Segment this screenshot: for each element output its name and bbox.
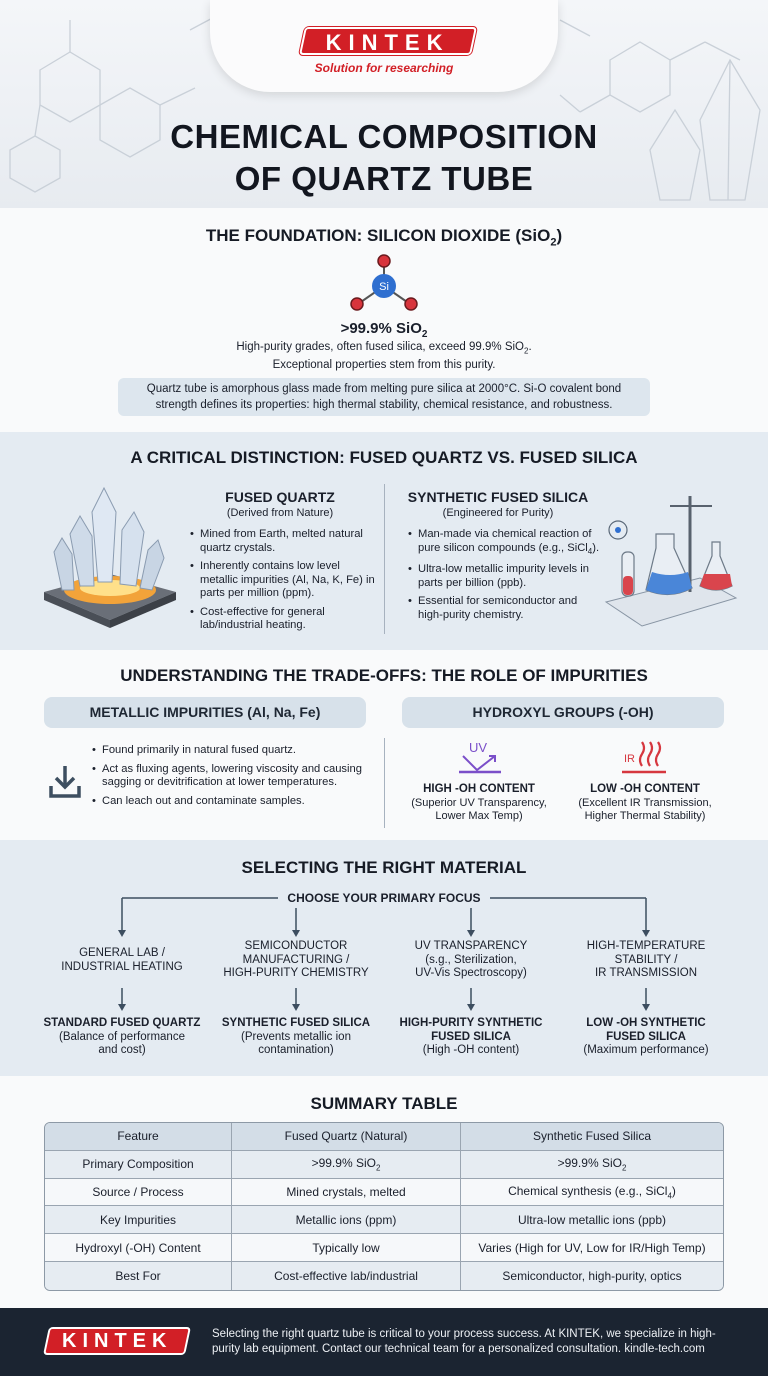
distinction-title: A CRITICAL DISTINCTION: FUSED QUARTZ VS.…: [130, 448, 638, 467]
distinction-section: A CRITICAL DISTINCTION: FUSED QUARTZ VS.…: [0, 432, 768, 650]
tradeoffs-title: UNDERSTANDING THE TRADE-OFFS: THE ROLE O…: [120, 666, 648, 685]
low-oh-content: LOW -OH CONTENT (Excellent IR Transmissi…: [578, 783, 712, 822]
table-cell: Varies (High for UV, Low for IR/High Tem…: [461, 1234, 723, 1262]
decision-tree-arrows: [118, 897, 650, 1011]
header-banner: KINTEK Solution for researching CHEMICAL…: [0, 0, 768, 208]
molecule-background-decoration: [9, 13, 761, 201]
result-synthetic-fused-silica: SYNTHETIC FUSED SILICA(Prevents metallic…: [221, 1017, 371, 1056]
column-divider: [384, 484, 385, 634]
hydroxyl-groups-header: HYDROXYL GROUPS (-OH): [402, 697, 724, 728]
list-item: Essential for semiconductor and high-pur…: [408, 595, 600, 622]
list-item: Found primarily in natural fused quartz.: [92, 744, 362, 758]
brand-logo-card: KINTEK Solution for researching: [210, 0, 558, 92]
table-row: Best For Cost-effective lab/industrial S…: [45, 1261, 723, 1290]
table-cell: >99.9% SiO2: [232, 1150, 461, 1179]
svg-text:IR: IR: [624, 753, 635, 765]
table-cell: Mined crystals, melted: [232, 1178, 461, 1207]
table-cell: Typically low: [232, 1234, 461, 1262]
sio2-molecule-icon: Si: [350, 254, 418, 311]
list-item: Act as fluxing agents, lowering viscosit…: [92, 763, 362, 790]
quartz-crystal-icon: [44, 486, 176, 628]
summary-title: SUMMARY TABLE: [310, 1094, 458, 1113]
brand-tagline: Solution for researching: [314, 61, 454, 75]
table-cell: Metallic ions (ppm): [232, 1206, 461, 1235]
table-cell: Hydroxyl (-OH) Content: [45, 1234, 232, 1262]
summary-table: Feature Fused Quartz (Natural) Synthetic…: [44, 1122, 724, 1291]
page-title: CHEMICAL COMPOSITION OF QUARTZ TUBE: [170, 118, 598, 197]
list-item: Can leach out and contaminate samples.: [92, 795, 362, 809]
svg-text:Si: Si: [379, 281, 389, 293]
table-cell: Source / Process: [45, 1178, 232, 1207]
primary-focus-label: CHOOSE YOUR PRIMARY FOCUS: [287, 891, 481, 905]
table-cell: Cost-effective lab/industrial: [232, 1261, 461, 1290]
high-oh-content: HIGH -OH CONTENT (Superior UV Transparen…: [411, 783, 547, 822]
column-header: Synthetic Fused Silica: [461, 1123, 723, 1151]
table-row: Key Impurities Metallic ions (ppm) Ultra…: [45, 1206, 723, 1235]
kintek-footer-logo: KINTEK: [43, 1327, 191, 1355]
kintek-logo: KINTEK: [297, 26, 479, 56]
lab-glassware-icon: [604, 496, 738, 627]
metallic-impurities-bullets: Found primarily in natural fused quartz.…: [92, 744, 362, 813]
column-divider: [384, 738, 385, 828]
fused-quartz-subtitle: (Derived from Nature): [226, 507, 334, 519]
download-arrow-icon: [49, 766, 81, 798]
fused-quartz-title: FUSED QUARTZ: [225, 489, 335, 505]
foundation-title: THE FOUNDATION: SILICON DIOXIDE (SiO2): [205, 226, 563, 249]
result-standard-fused-quartz: STANDARD FUSED QUARTZ(Balance of perform…: [43, 1017, 201, 1056]
uv-light-icon: UV: [459, 740, 501, 774]
table-row: Primary Composition >99.9% SiO2 >99.9% S…: [45, 1150, 723, 1179]
foundation-section: THE FOUNDATION: SILICON DIOXIDE (SiO2) S…: [0, 208, 768, 432]
option-uv-transparency: UV TRANSPARENCY(s.g., Sterilization,UV-V…: [414, 940, 528, 979]
amorphous-glass-note: Quartz tube is amorphous glass made from…: [118, 378, 650, 416]
column-header: Feature: [45, 1123, 232, 1151]
table-row: Source / Process Mined crystals, melted …: [45, 1178, 723, 1207]
footer-call-to-action: Selecting the right quartz tube is criti…: [212, 1328, 716, 1355]
column-header: Fused Quartz (Natural): [232, 1123, 461, 1151]
fused-quartz-bullets: Mined from Earth, melted natural quartz …: [190, 528, 380, 638]
synthetic-silica-title: SYNTHETIC FUSED SILICA: [407, 489, 589, 505]
metallic-impurities-header: METALLIC IMPURITIES (Al, Na, Fe): [44, 697, 366, 728]
table-cell: Primary Composition: [45, 1150, 232, 1179]
table-cell: Key Impurities: [45, 1206, 232, 1235]
table-cell: >99.9% SiO2: [461, 1150, 723, 1179]
selection-title: SELECTING THE RIGHT MATERIAL: [241, 858, 527, 877]
tradeoffs-section: UNDERSTANDING THE TRADE-OFFS: THE ROLE O…: [0, 650, 768, 840]
list-item: Ultra-low metallic impurity levels in pa…: [408, 563, 600, 590]
table-cell: Ultra-low metallic ions (ppb): [461, 1206, 723, 1235]
table-cell: Chemical synthesis (e.g., SiCl4): [461, 1178, 723, 1207]
option-general-lab: GENERAL LAB /INDUSTRIAL HEATING: [61, 947, 183, 973]
list-item: Mined from Earth, melted natural quartz …: [190, 528, 380, 555]
table-cell: Semiconductor, high-purity, optics: [461, 1261, 723, 1290]
selection-section: SELECTING THE RIGHT MATERIAL CHOOSE YOUR…: [0, 840, 768, 1076]
list-item: Cost-effective for general lab/industria…: [190, 606, 380, 633]
list-item: Man-made via chemical reaction of pure s…: [408, 528, 600, 558]
svg-text:UV: UV: [469, 740, 487, 755]
purity-description: High-purity grades, often fused silica, …: [236, 341, 532, 372]
table-row: Hydroxyl (-OH) Content Typically low Var…: [45, 1234, 723, 1262]
footer-banner: KINTEK Selecting the right quartz tube i…: [0, 1308, 768, 1376]
purity-value: >99.9% SiO2: [340, 320, 428, 340]
list-item: Inherently contains low level metallic i…: [190, 560, 380, 601]
synthetic-silica-bullets: Man-made via chemical reaction of pure s…: [408, 528, 600, 627]
synthetic-silica-subtitle: (Engineered for Purity): [442, 507, 554, 519]
table-cell: Best For: [45, 1261, 232, 1290]
ir-heat-icon: IR: [622, 741, 666, 774]
table-header-row: Feature Fused Quartz (Natural) Synthetic…: [45, 1123, 723, 1151]
